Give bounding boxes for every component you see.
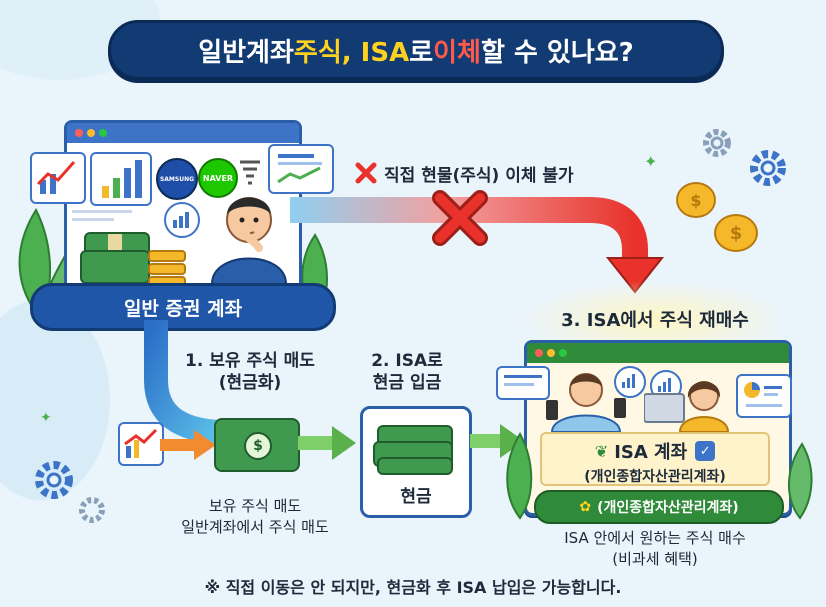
isa-chart-bubble bbox=[614, 366, 646, 398]
title-part-4: 이체 bbox=[433, 37, 481, 68]
green-arrow-2-icon bbox=[470, 424, 524, 458]
isa-chat-bubble bbox=[496, 366, 550, 400]
line-chart-icon bbox=[36, 161, 76, 194]
window-titlebar bbox=[67, 123, 299, 143]
text-lines bbox=[72, 210, 132, 230]
mini-bar-icon bbox=[173, 212, 189, 228]
sparkle-icon-2: ✦ bbox=[40, 410, 52, 426]
isa-bar-icon bbox=[622, 374, 635, 388]
report-icon bbox=[277, 154, 322, 184]
step1-caption: 보유 주식 매도 일반계좌에서 주식 매도 bbox=[160, 496, 350, 538]
dollar-coin-icon: $ bbox=[244, 432, 272, 460]
cash-label: 현금 bbox=[400, 487, 432, 507]
step2-title-line2: 현금 입금 bbox=[372, 373, 442, 393]
stock-chart-icon bbox=[124, 428, 158, 458]
report-bubble bbox=[268, 144, 334, 194]
isa-window-titlebar bbox=[527, 343, 789, 363]
samsung-logo: SAMSUNG bbox=[156, 158, 198, 200]
gear-icon-4 bbox=[79, 497, 105, 523]
title-part-2: 주식, ISA bbox=[293, 37, 410, 68]
stock-chart-chip bbox=[118, 422, 164, 466]
man-with-phone-illustration bbox=[546, 373, 626, 432]
step2-title: 2. ISA로 현금 입금 bbox=[352, 350, 462, 394]
isa-title: ISA 계좌 bbox=[614, 442, 688, 463]
step1-title-line2: (현금화) bbox=[218, 373, 282, 393]
cash-bill: $ bbox=[214, 418, 300, 472]
x-mark-icon bbox=[355, 162, 377, 184]
flow-curve-arrow bbox=[144, 320, 221, 444]
gear-icon-2 bbox=[750, 150, 786, 186]
bar-chart-chip bbox=[90, 152, 152, 206]
plant-pot-icon: ✿ bbox=[579, 499, 592, 515]
isa-pill-label: (개인종합자산관리계좌) bbox=[597, 500, 739, 516]
tornado-icon bbox=[240, 160, 260, 185]
green-arrow-1-icon bbox=[298, 426, 356, 460]
footer-note: ※ 직접 이동은 안 되지만, 현금화 후 ISA 납입은 가능합니다. bbox=[204, 578, 622, 597]
title-part-1: 일반계좌 bbox=[198, 37, 294, 68]
step1-title: 1. 보유 주식 매도 (현금화) bbox=[170, 350, 330, 394]
mini-chart-bubble bbox=[164, 202, 200, 238]
coin-icon-2: $ bbox=[714, 214, 758, 252]
pie-chart-icon bbox=[744, 382, 782, 407]
coin-stack bbox=[148, 250, 186, 288]
no-transfer-row: 직접 현물(주식) 이체 불가 bbox=[354, 160, 574, 186]
thinking-person-illustration bbox=[210, 197, 288, 284]
step3-caption-line1: ISA 안에서 원하는 주식 매수 bbox=[564, 529, 746, 547]
woman-with-laptop-illustration bbox=[644, 381, 730, 432]
sprout-icon: ❦ bbox=[594, 441, 609, 461]
step1-caption-line2: 일반계좌에서 주식 매도 bbox=[181, 518, 329, 536]
coin-icon: $ bbox=[676, 182, 716, 218]
naver-logo: NAVER bbox=[198, 158, 238, 198]
isa-green-pill: ✿ (개인종합자산관리계좌) bbox=[534, 490, 784, 524]
isa-bar-icon-2 bbox=[658, 378, 671, 392]
blocked-transfer-arrow bbox=[290, 197, 665, 294]
bar-chart-icon bbox=[102, 160, 142, 198]
step3-caption-line2: (비과세 혜택) bbox=[612, 550, 698, 568]
cash-deposit-box: 현금 bbox=[360, 406, 472, 518]
leaf-isa-left-icon bbox=[506, 431, 533, 520]
leaf-isa-right-icon bbox=[788, 442, 813, 520]
isa-subtitle: (개인종합자산관리계좌) bbox=[584, 469, 726, 485]
gear-icon bbox=[703, 129, 731, 157]
title-part-3: 로 bbox=[409, 37, 434, 68]
no-transfer-label: 직접 현물(주식) 이체 불가 bbox=[384, 165, 574, 186]
step3-caption: ISA 안에서 원하는 주식 매수 (비과세 혜택) bbox=[520, 528, 790, 570]
sparkle-icon: ✦ bbox=[644, 152, 658, 171]
cash-stack-2 bbox=[80, 250, 150, 284]
line-chart-chip bbox=[30, 152, 86, 204]
step2-title-line1: 2. ISA로 bbox=[371, 351, 443, 371]
big-x-icon bbox=[432, 190, 488, 246]
step1-title-line1: 1. 보유 주식 매도 bbox=[185, 351, 315, 371]
shield-check-icon: ✓ bbox=[695, 441, 716, 461]
step1-caption-line1: 보유 주식 매도 bbox=[208, 497, 302, 515]
isa-account-card: ❦ ISA 계좌 ✓ (개인종합자산관리계좌) bbox=[540, 432, 770, 486]
general-account-label: 일반 증권 계좌 bbox=[30, 283, 336, 331]
isa-report-chip bbox=[736, 374, 792, 418]
step3-title: 3. ISA에서 주식 재매수 bbox=[561, 310, 749, 331]
orange-arrow-icon bbox=[160, 430, 216, 460]
gear-icon-3 bbox=[35, 461, 73, 499]
title-part-5: 할 수 있나요? bbox=[480, 37, 634, 68]
